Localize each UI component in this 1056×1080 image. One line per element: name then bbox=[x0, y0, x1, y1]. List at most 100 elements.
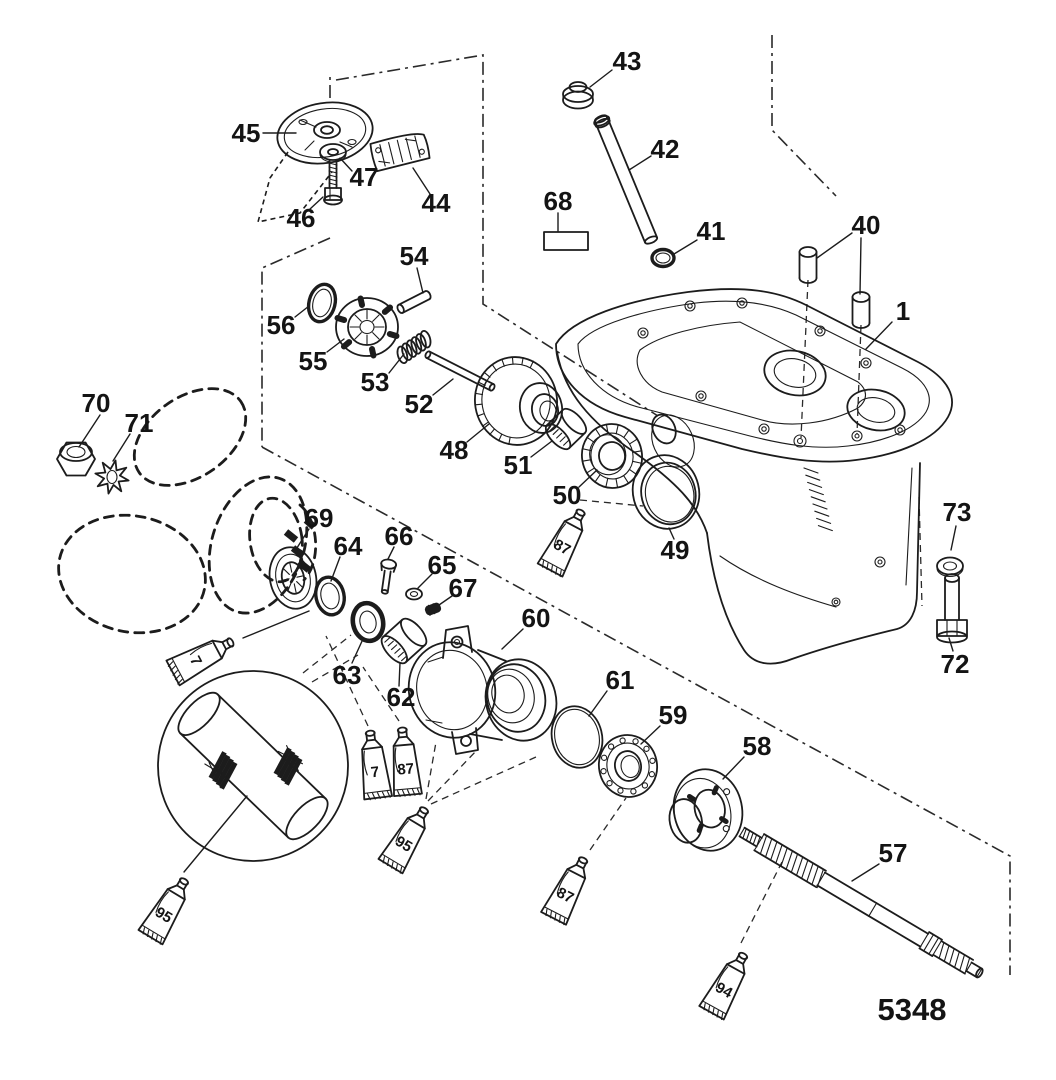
leader-41 bbox=[673, 239, 698, 255]
leader-56 bbox=[294, 305, 310, 318]
leader-53 bbox=[388, 353, 405, 374]
part-1-gearcase-housing bbox=[555, 288, 953, 665]
sealant-tube-95: 95 bbox=[377, 806, 429, 875]
leader-42 bbox=[628, 155, 652, 171]
leader-70 bbox=[78, 414, 101, 448]
part-57-propeller-shaft bbox=[738, 826, 984, 979]
leader-54 bbox=[416, 267, 424, 294]
callout-41: 41 bbox=[697, 216, 726, 246]
leader-71 bbox=[112, 433, 131, 462]
callout-43: 43 bbox=[613, 46, 642, 76]
dashed-leader-line bbox=[589, 797, 627, 851]
sealant-tube-87: 87 bbox=[536, 508, 586, 578]
part-41-o-ring bbox=[650, 247, 676, 269]
part-61-o-ring bbox=[550, 705, 604, 769]
callout-68: 68 bbox=[544, 186, 573, 216]
part-50-tapered-roller-bearing bbox=[581, 423, 643, 489]
figure-number: 5348 bbox=[878, 992, 947, 1027]
callout-55: 55 bbox=[299, 346, 328, 376]
leader-43 bbox=[589, 69, 613, 88]
dashed-leader-line bbox=[311, 654, 359, 683]
leader-49 bbox=[668, 527, 675, 540]
leader-58 bbox=[722, 756, 745, 780]
callout-62: 62 bbox=[387, 682, 416, 712]
part-44-anode-plate bbox=[369, 133, 431, 173]
leader-61 bbox=[588, 690, 608, 717]
sealant-tube-label: 7 bbox=[370, 763, 380, 781]
dashed-leader-line bbox=[302, 634, 352, 674]
callout-50: 50 bbox=[553, 480, 582, 510]
leader-63 bbox=[351, 638, 364, 664]
leader-69 bbox=[294, 528, 310, 552]
leader-65 bbox=[417, 573, 433, 589]
callout-1: 1 bbox=[896, 296, 910, 326]
callout-56: 56 bbox=[267, 310, 296, 340]
assembly-fence-line bbox=[335, 54, 659, 417]
callout-61: 61 bbox=[606, 665, 635, 695]
part-64-oil-seal bbox=[314, 575, 346, 617]
sealant-tube-label: 94 bbox=[712, 979, 735, 1002]
part-55-clutch-dog bbox=[334, 295, 400, 359]
part-42-water-tube bbox=[593, 114, 659, 245]
callout-72: 72 bbox=[941, 649, 970, 679]
part-43-water-tube-cap bbox=[562, 81, 594, 110]
dashed-leader-line bbox=[325, 635, 369, 727]
leader-50 bbox=[578, 469, 598, 488]
callout-54: 54 bbox=[400, 241, 429, 271]
sealant-tube-87: 87 bbox=[540, 856, 589, 926]
leader-47 bbox=[339, 157, 353, 172]
leader-40 bbox=[816, 232, 853, 259]
dashed-leader-line bbox=[579, 499, 644, 507]
leader-59 bbox=[640, 725, 661, 745]
part-69-thrust-hub bbox=[268, 546, 318, 610]
leader-48 bbox=[466, 423, 490, 443]
sealant-tube-95: 95 bbox=[137, 877, 189, 946]
dashed-leader-line bbox=[425, 741, 437, 800]
callout-60: 60 bbox=[522, 603, 551, 633]
part-53-spring bbox=[396, 330, 432, 364]
leader-64 bbox=[330, 556, 341, 582]
sealant-tube-7: 7 bbox=[361, 729, 393, 801]
part-71-tab-washer bbox=[94, 459, 130, 495]
callout-64: 64 bbox=[334, 531, 363, 561]
leader-55 bbox=[326, 338, 345, 353]
leader-46 bbox=[309, 196, 324, 210]
leader-line bbox=[242, 610, 310, 639]
sealant-tube-label: 7 bbox=[186, 653, 205, 668]
part-45-trim-tab bbox=[256, 101, 374, 224]
part-54-cross-pin bbox=[396, 290, 432, 314]
part-49-bearing-race bbox=[631, 454, 701, 530]
callout-48: 48 bbox=[440, 435, 469, 465]
callout-52: 52 bbox=[405, 389, 434, 419]
carrier-seal-cross-section bbox=[177, 691, 329, 841]
callout-67: 67 bbox=[449, 573, 478, 603]
callout-45: 45 bbox=[232, 118, 261, 148]
part-62-needle-bearing-sleeve bbox=[380, 617, 428, 665]
leader-66 bbox=[387, 546, 395, 560]
sealant-tube-87: 87 bbox=[392, 726, 423, 798]
part-59-ball-bearing bbox=[598, 734, 658, 798]
leader-44 bbox=[412, 167, 431, 195]
part-72-hex-bolt bbox=[936, 573, 968, 644]
part-67-spring-plug bbox=[424, 602, 442, 616]
sealant-tube-94: 94 bbox=[698, 951, 749, 1021]
callout-73: 73 bbox=[943, 497, 972, 527]
part-70-propeller-nut bbox=[56, 441, 96, 477]
callout-40: 40 bbox=[852, 210, 881, 240]
callout-71: 71 bbox=[125, 408, 154, 438]
assembly-fence-line bbox=[771, 35, 837, 197]
part-51-needle-bushing bbox=[544, 407, 588, 451]
assembly-fence-line bbox=[261, 446, 1011, 975]
dashed-leader-line bbox=[740, 861, 783, 944]
part-40-dowel-pin bbox=[851, 291, 871, 329]
sealant-tube-label: 95 bbox=[392, 833, 415, 856]
callout-42: 42 bbox=[651, 134, 680, 164]
sealant-tube-label: 87 bbox=[551, 536, 574, 559]
leader-72 bbox=[948, 637, 954, 652]
callout-66: 66 bbox=[385, 521, 414, 551]
callout-59: 59 bbox=[659, 700, 688, 730]
dashed-leader-line bbox=[856, 324, 862, 435]
part-60-bearing-carrier bbox=[407, 625, 558, 755]
part-46-trim-tab-bolt bbox=[323, 159, 343, 206]
